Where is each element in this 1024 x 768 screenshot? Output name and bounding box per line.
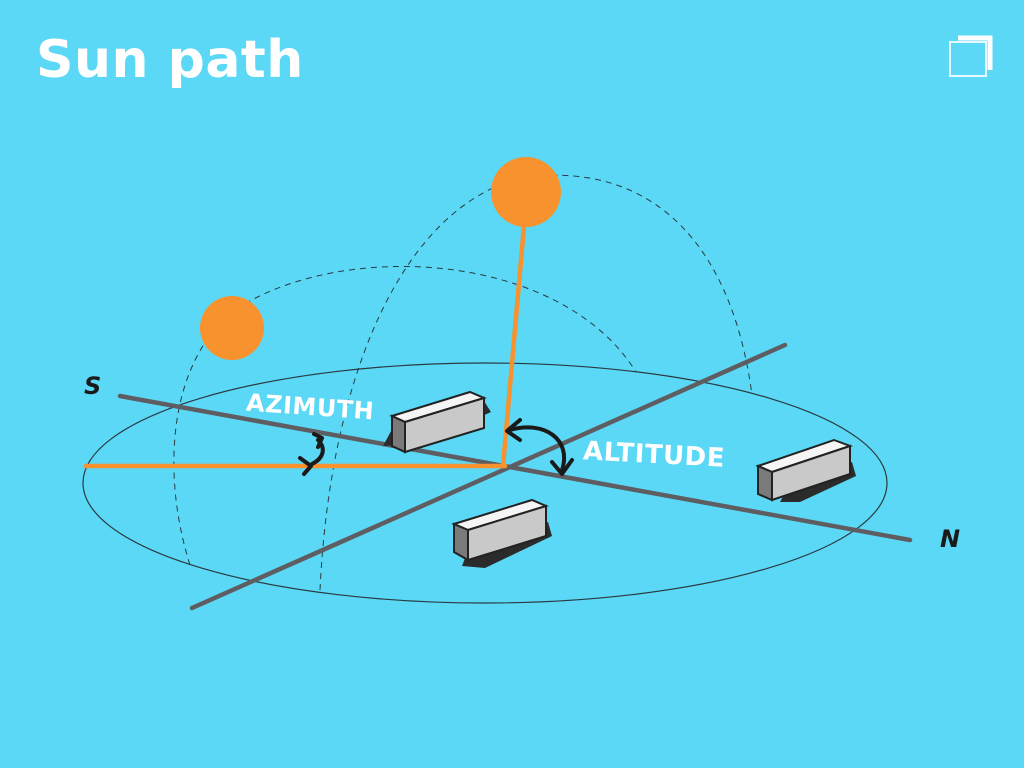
- building-front: [451, 498, 552, 568]
- south-north-axis: [117, 393, 913, 543]
- south-label: S: [84, 372, 102, 400]
- page-title: Sun path: [36, 30, 304, 90]
- north-label: N: [940, 525, 961, 553]
- sun-high: [491, 157, 561, 227]
- building-top-left: [383, 390, 491, 454]
- sun-path-arc-low: [173, 265, 637, 566]
- east-west-axis: [189, 342, 788, 611]
- expand-corner-icon[interactable]: [946, 34, 994, 82]
- altitude-arrow: [505, 418, 574, 476]
- building-right: [755, 438, 856, 502]
- horizon-ellipse: [82, 362, 888, 604]
- altitude-vertical-line: [500, 223, 527, 469]
- sun-low: [200, 296, 264, 360]
- azimuth-arrow: [298, 432, 325, 476]
